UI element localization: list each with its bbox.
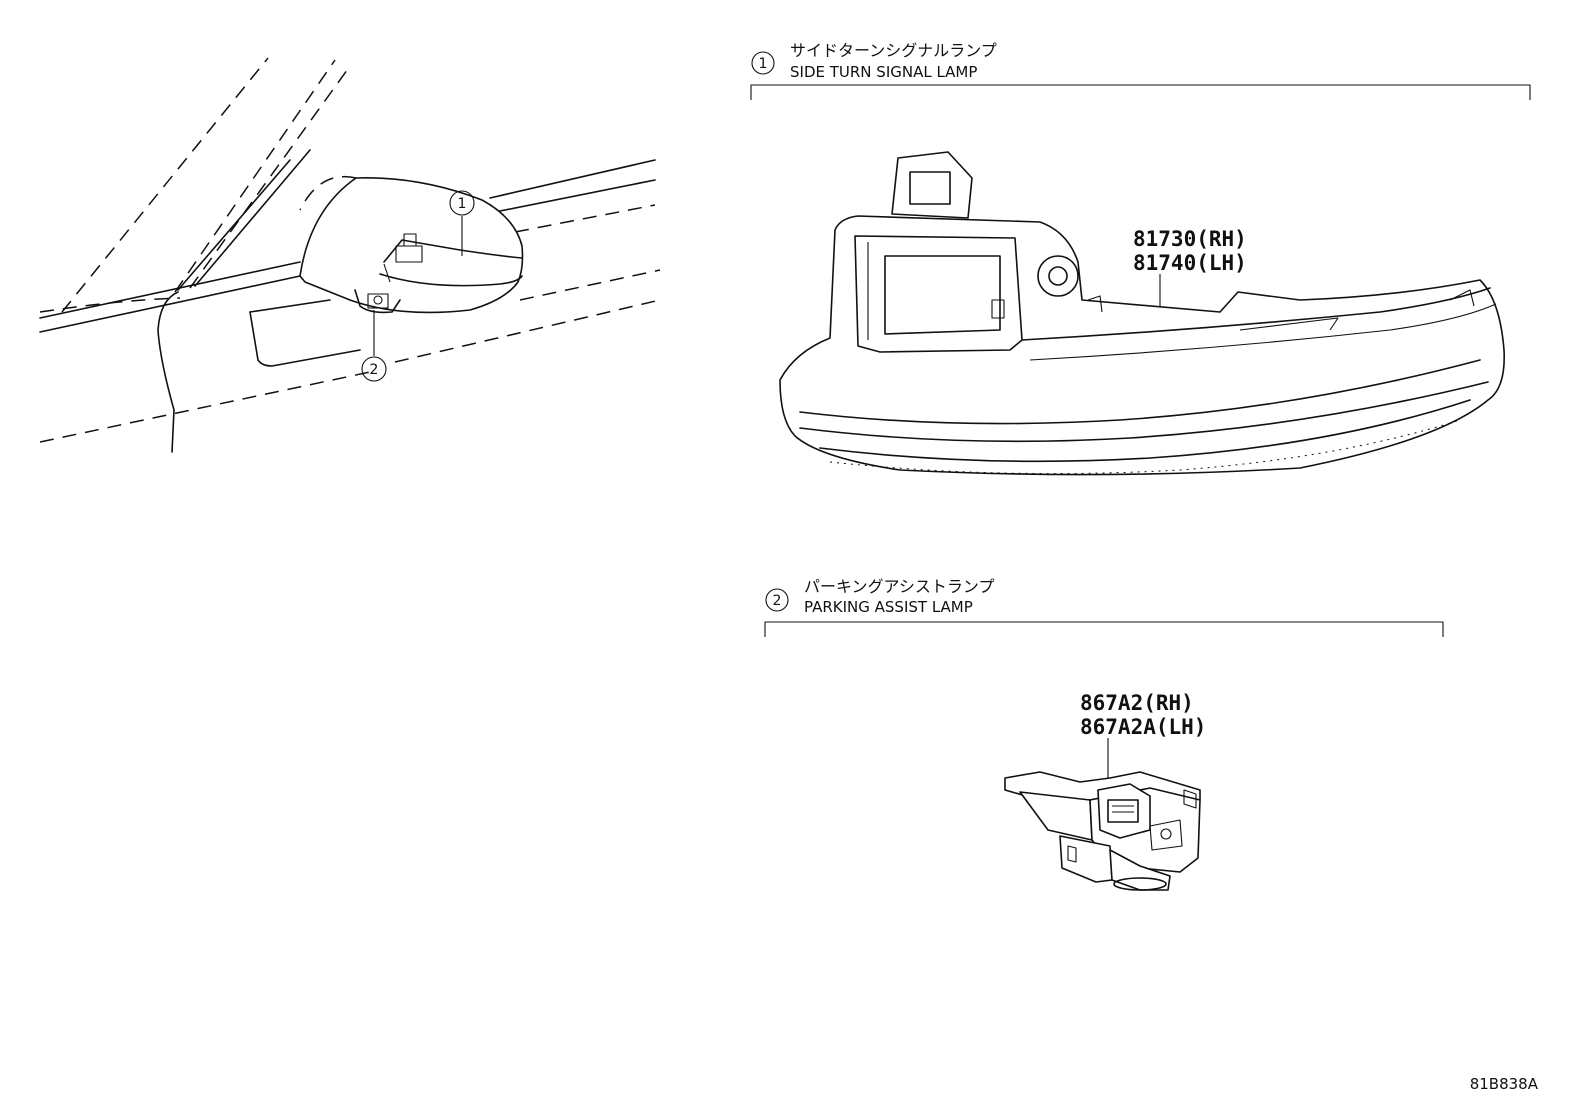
section-2-callout: 2: [773, 593, 782, 609]
part-number-867a2a-lh: 867A2A(LH): [1080, 715, 1206, 739]
overview-callout-1: 1: [449, 190, 475, 256]
part-number-81730-rh: 81730(RH): [1133, 227, 1247, 251]
section-1-bracket: [750, 84, 1531, 100]
part-number-867a2-rh: 867A2(RH): [1080, 691, 1194, 715]
section-1-callout-circle: [751, 51, 775, 75]
section-2-bracket: [764, 621, 1444, 637]
side-turn-signal-lamp-drawing: [779, 151, 1505, 476]
part-number-81740-lh: 81740(LH): [1133, 251, 1247, 275]
parking-assist-lamp-drawing: [1004, 771, 1201, 891]
section-2-title-jp: パーキングアシストランプ: [804, 577, 994, 596]
section-1-callout: 1: [759, 56, 768, 72]
vehicle-overview: [39, 57, 661, 453]
section-2-title-en: PARKING ASSIST LAMP: [804, 598, 973, 616]
overview-callout-1-label: 1: [458, 196, 467, 212]
overview-callout-2: 2: [361, 310, 387, 382]
illustration-code: 81B838A: [1470, 1075, 1539, 1093]
overview-callout-2-label: 2: [370, 362, 379, 378]
section-1-title-jp: サイドターンシグナルランプ: [790, 41, 997, 60]
section-side-turn-signal-lamp: 1 サイドターンシグナルランプ SIDE TURN SIGNAL LAMP 81…: [750, 41, 1531, 476]
section-1-title-en: SIDE TURN SIGNAL LAMP: [790, 63, 977, 81]
section-parking-assist-lamp: 2 パーキングアシストランプ PARKING ASSIST LAMP 867A2…: [764, 577, 1444, 891]
section-2-callout-circle: [765, 588, 789, 612]
